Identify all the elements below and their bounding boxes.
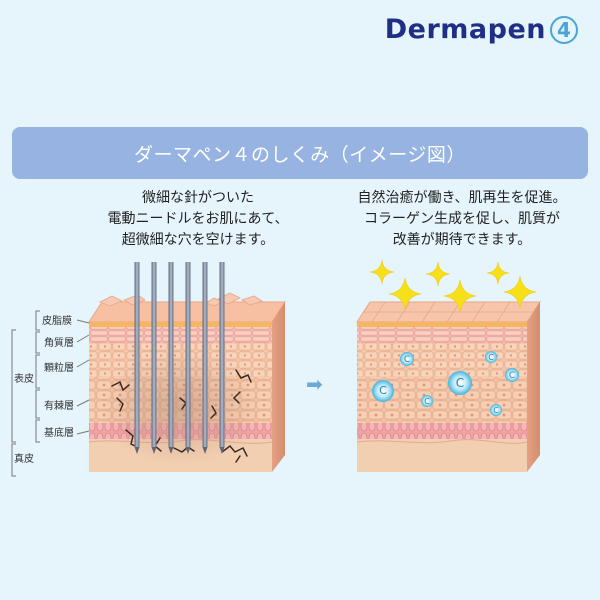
collagen-bubble: C	[448, 371, 472, 395]
right-caption-line-1: 自然治癒が働き、肌再生を促進。	[357, 190, 567, 206]
label-basal-layer: 基底層	[44, 426, 74, 439]
label-granular-layer: 顆粒層	[44, 361, 74, 374]
logo-number-badge: 4	[550, 15, 578, 44]
svg-text:C: C	[404, 355, 410, 365]
left-caption-line-3: 超微細な穴を空けます。	[121, 232, 275, 248]
label-epidermis: 表皮	[14, 372, 34, 385]
svg-text:C: C	[493, 406, 499, 415]
sparkle-icon	[369, 259, 395, 285]
svg-text:C: C	[488, 353, 494, 362]
layer-labels: 皮脂膜 角質層 顆粒層 有棘層 基底層 表皮 真皮	[11, 310, 90, 477]
title-banner: ダーマペン４のしくみ（イメージ図）	[12, 127, 588, 179]
logo-text: Dermapen	[384, 14, 546, 45]
sparkle-icon	[503, 275, 537, 309]
needle-cartridge	[134, 262, 225, 454]
right-caption-line-3: 改善が期待できます。	[392, 232, 532, 248]
svg-text:C: C	[509, 371, 515, 381]
label-spinous-layer: 有棘層	[44, 399, 74, 412]
right-caption-line-2: コラーゲン生成を促し、肌質が	[364, 211, 560, 227]
collagen-bubble: C	[421, 395, 433, 407]
right-skin-block	[356, 301, 541, 472]
left-skin-block	[88, 292, 286, 472]
banner-title: ダーマペン４のしくみ（イメージ図）	[134, 143, 466, 166]
label-dermis: 真皮	[14, 452, 34, 465]
right-arrow-icon: ➡	[306, 372, 323, 396]
svg-text:C: C	[456, 376, 464, 390]
left-caption: 微細な針がついた 電動ニードルをお肌にあて、 超微細な穴を空けます。	[88, 188, 308, 251]
sparkle-icons	[369, 259, 537, 313]
svg-text:C: C	[379, 384, 387, 397]
sparkle-icon	[425, 261, 451, 287]
label-sebum: 皮脂膜	[42, 314, 72, 327]
collagen-bubble: C	[505, 368, 519, 382]
collagen-bubbles: C C C C C C C	[372, 351, 519, 416]
collagen-bubble: C	[372, 380, 394, 402]
collagen-bubble: C	[485, 351, 497, 363]
left-caption-line-1: 微細な針がついた	[142, 190, 254, 206]
dermapen-logo: Dermapen 4	[385, 14, 578, 45]
svg-text:C: C	[424, 397, 430, 406]
sparkle-icon	[443, 279, 477, 313]
right-caption: 自然治癒が働き、肌再生を促進。 コラーゲン生成を促し、肌質が 改善が期待できます…	[332, 188, 592, 251]
collagen-bubble: C	[490, 404, 502, 416]
left-caption-line-2: 電動ニードルをお肌にあて、	[107, 211, 289, 227]
label-stratum-corneum: 角質層	[44, 336, 74, 349]
collagen-bubble: C	[400, 352, 414, 366]
sparkle-icon	[388, 277, 422, 311]
sparkle-icon	[486, 261, 510, 285]
